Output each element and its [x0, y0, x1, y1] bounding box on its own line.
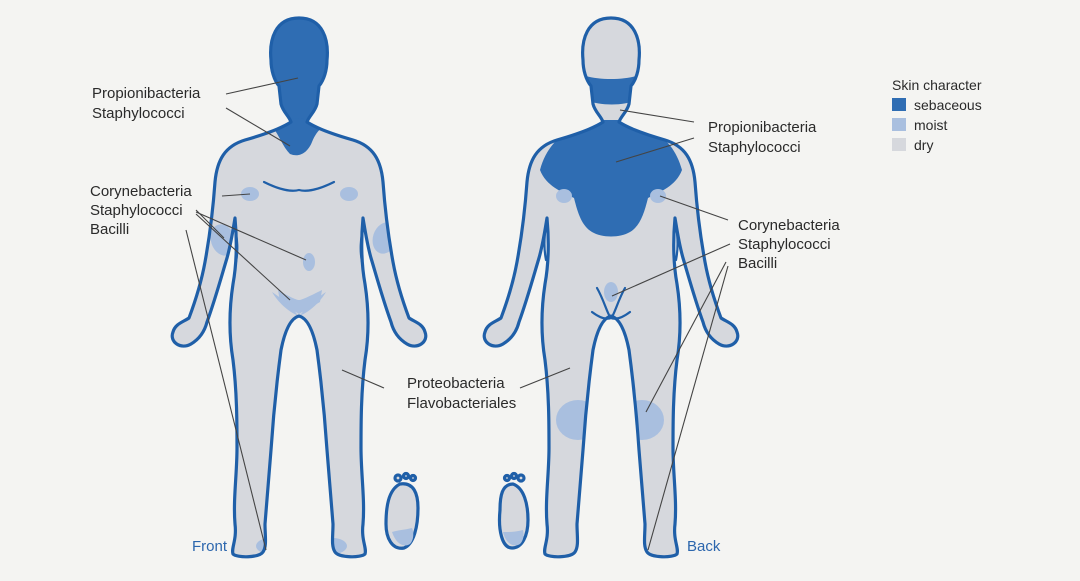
back-left-knee-moist [556, 400, 600, 440]
legend-item-moist: moist [892, 117, 948, 133]
back-right-armpit-moist [650, 189, 666, 203]
label-line: Bacilli [738, 255, 777, 272]
sole-back-toe [512, 474, 517, 479]
leader-back-neck [620, 110, 694, 122]
back-gluteal-cleft-moist [604, 282, 618, 302]
front-left-foot-moist [256, 538, 284, 554]
legend-label: dry [914, 137, 933, 153]
front-right-armpit-moist [340, 187, 358, 201]
label-line: Propionibacteria [708, 119, 817, 136]
label-line: Flavobacteriales [407, 395, 516, 412]
back-view-label: Back [687, 538, 721, 555]
foot-soles [386, 474, 528, 549]
back-right-knee-moist [620, 400, 664, 440]
legend-label: sebaceous [914, 97, 982, 113]
legend-item-sebaceous: sebaceous [892, 97, 982, 113]
front-navel-moist [303, 253, 315, 271]
label-line: Staphylococci [708, 139, 801, 156]
back-folds-label: Corynebacteria Staphylococci Bacilli [738, 217, 840, 272]
label-line: Propionibacteria [92, 85, 201, 102]
back-left-arm-line [545, 226, 547, 260]
legend-swatch-sebaceous [892, 98, 906, 111]
label-line: Staphylococci [92, 105, 185, 122]
front-head-label: Propionibacteria Staphylococci [92, 85, 201, 122]
legend-title: Skin character [892, 77, 982, 93]
back-left-armpit-moist [556, 189, 572, 203]
legend-label: moist [914, 117, 948, 133]
sole-front-toe [404, 474, 409, 479]
sole-back-toe [505, 476, 510, 481]
label-line: Staphylococci [90, 202, 183, 219]
sole-back-toe [518, 475, 524, 481]
front-view-label: Front [192, 538, 228, 555]
legend-swatch-moist [892, 118, 906, 131]
back-upper-label: Propionibacteria Staphylococci [708, 119, 817, 156]
label-line: Proteobacteria [407, 375, 505, 392]
sole-front-toe [411, 476, 416, 481]
label-line: Corynebacteria [90, 183, 192, 200]
sole-front-toe [395, 475, 401, 481]
front-figure [172, 10, 426, 557]
legs-label: Proteobacteria Flavobacteriales [407, 375, 516, 412]
back-right-arm-line [676, 226, 678, 260]
label-line: Corynebacteria [738, 217, 840, 234]
front-folds-label: Corynebacteria Staphylococci Bacilli [90, 183, 192, 238]
legend-item-dry: dry [892, 137, 933, 153]
legend-swatch-dry [892, 138, 906, 151]
label-line: Staphylococci [738, 236, 831, 253]
label-line: Bacilli [90, 221, 129, 238]
legend: Skin character sebaceous moist dry [892, 77, 982, 153]
